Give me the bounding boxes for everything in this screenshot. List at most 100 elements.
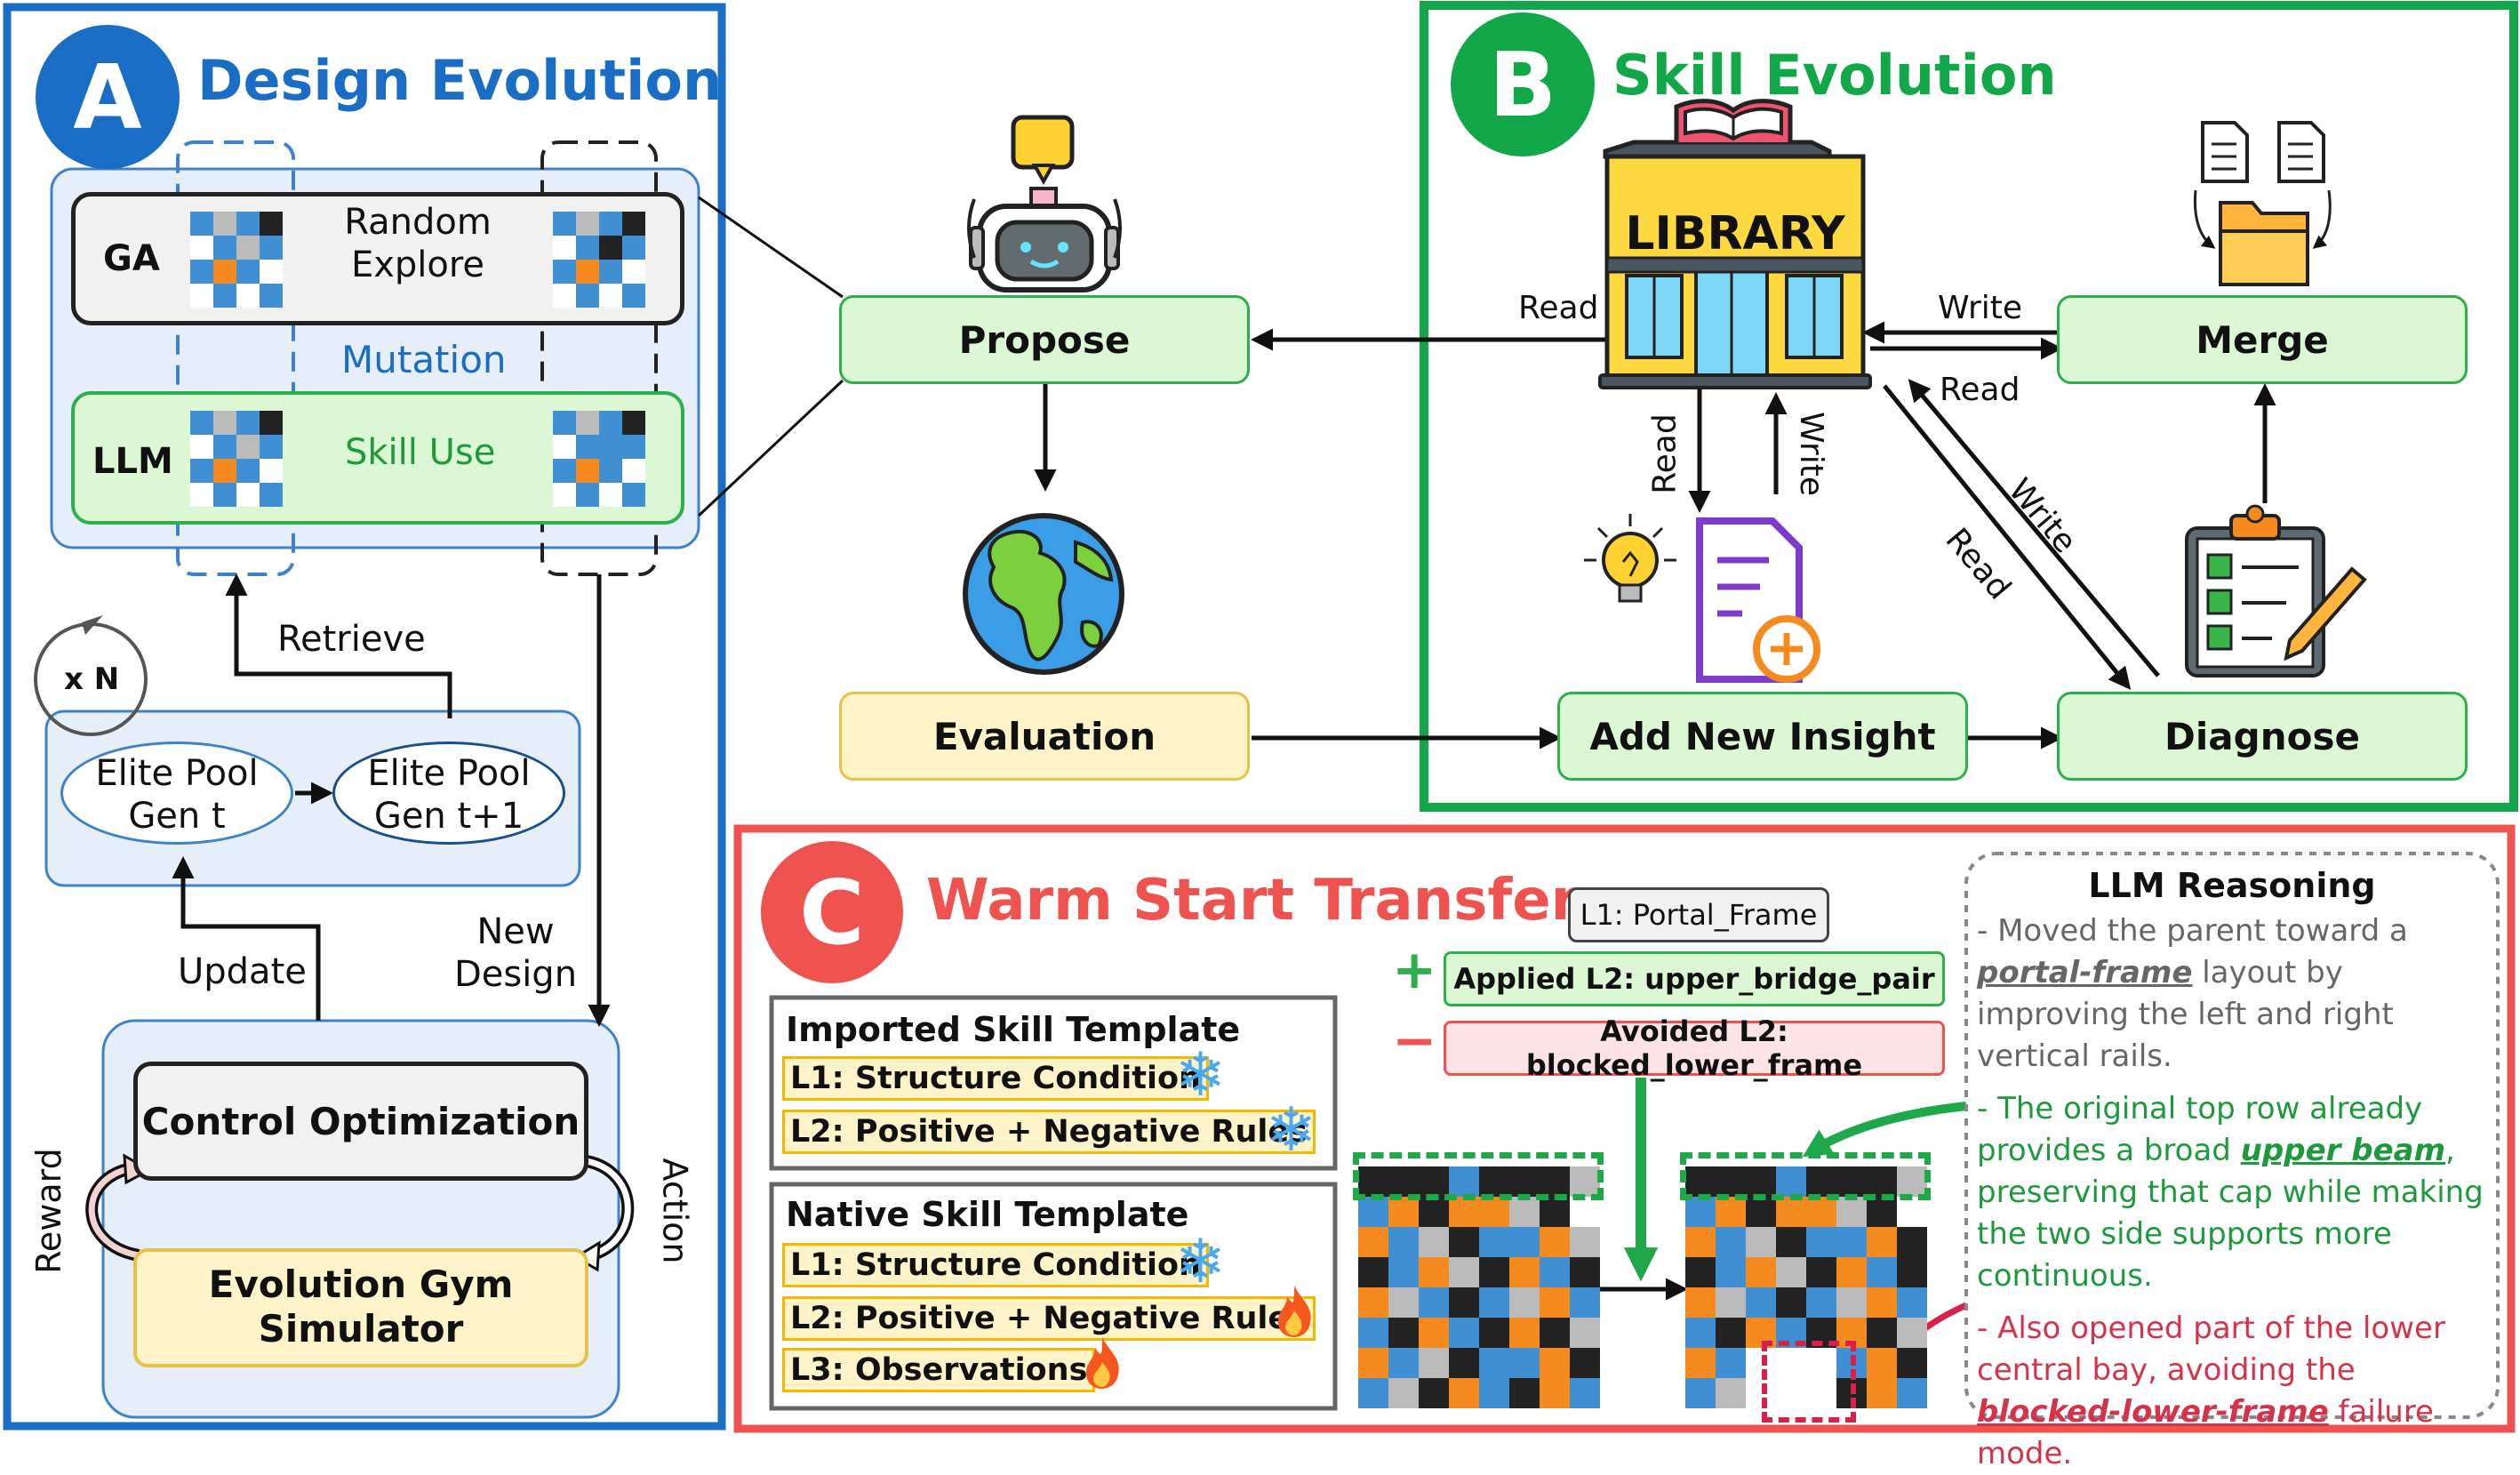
voxel-cell [1388,1287,1419,1318]
native-template-title: Native Skill Template [786,1195,1189,1234]
reasoning-p2-em: upper beam [2240,1133,2446,1168]
voxel-cell [1836,1257,1867,1287]
voxel-cell [1776,1348,1806,1378]
reasoning-p2-post: , preserving that cap while making the t… [1977,1133,2484,1294]
reward-label: Reward [28,1148,68,1274]
new-document-icon [1696,517,1820,683]
voxel-cell [1716,1257,1746,1287]
voxel-cell [1479,1257,1509,1287]
voxel-cell [1867,1257,1897,1287]
voxel-cell [1836,1166,1867,1197]
voxel-cell [1897,1227,1927,1257]
panel-c-border [733,824,2516,1433]
reasoning-title: LLM Reasoning [2088,866,2376,905]
voxel-cell [1449,1197,1479,1227]
voxel-cell [1570,1318,1600,1348]
robot-thumbnail [553,212,645,308]
voxel-cell [1867,1287,1897,1318]
voxel-cell [1358,1348,1388,1378]
voxel-cell [1449,1257,1479,1287]
action-label: Action [655,1158,695,1264]
voxel-cell [1570,1257,1600,1287]
voxel-cell [1897,1257,1927,1287]
voxel-cell [1479,1197,1509,1227]
voxel-cell [1419,1287,1449,1318]
voxel-cell [1358,1287,1388,1318]
snowflake-icon: ❄ [1175,1227,1226,1297]
voxel-cell [1540,1227,1570,1257]
voxel-cell [1509,1257,1540,1287]
voxel-cell [1746,1227,1776,1257]
voxel-cell [1479,1287,1509,1318]
lightbulb-icon [1584,514,1676,603]
voxel-cell [1685,1257,1716,1287]
voxel-cell [1388,1257,1419,1287]
voxel-cell [1836,1197,1867,1227]
random-explore-label: Random Explore [344,202,492,285]
voxel-cell [1540,1348,1570,1378]
panel-a-border [3,3,726,1431]
voxel-cell [1685,1227,1716,1257]
voxel-cell [1358,1318,1388,1348]
voxel-cell [1685,1197,1716,1227]
voxel-cell [1806,1378,1836,1408]
voxel-cell [1806,1227,1836,1257]
robot-thumbnail [190,212,283,308]
voxel-cell [1867,1318,1897,1348]
panel-b-border [1420,1,2518,812]
merge-box: Merge [2057,295,2468,384]
voxel-cell [1897,1348,1927,1378]
voxel-cell [1867,1197,1897,1227]
voxel-cell [1897,1318,1927,1348]
voxel-cell [1509,1318,1540,1348]
voxel-cell [1867,1348,1897,1378]
panel-c-title: Warm Start Transfer [926,868,1580,934]
voxel-cell [1867,1378,1897,1408]
avoided-l2-tag: Avoided L2: blocked_lower_frame [1444,1014,1945,1082]
voxel-cell [1358,1166,1388,1197]
library-building-icon [1598,99,1872,389]
voxel-cell [1509,1227,1540,1257]
voxel-cell [1509,1378,1540,1408]
voxel-cell [1746,1197,1776,1227]
voxel-cell [1509,1197,1540,1227]
voxel-cell [1419,1227,1449,1257]
voxel-cell [1509,1348,1540,1378]
imported-template-title: Imported Skill Template [786,1010,1241,1049]
panel-a-title: Design Evolution [197,48,723,113]
applied-l2-tag: Applied L2: upper_bridge_pair [1444,951,1945,1006]
lower-bay-highlight [1762,1341,1856,1423]
reasoning-p3-em: blocked-lower-frame [1977,1394,2329,1430]
voxel-cell [1388,1166,1419,1197]
voxel-cell [1509,1166,1540,1197]
voxel-cell [1449,1348,1479,1378]
clipboard-checklist-icon [2185,504,2367,677]
voxel-cell [1867,1227,1897,1257]
voxel-cell [1806,1287,1836,1318]
voxel-cell [1388,1378,1419,1408]
voxel-cell [1540,1318,1570,1348]
reasoning-p2-pre: - The original top row already provides … [1977,1091,2423,1168]
imported-l2-row: L2: Positive + Negative Rules [782,1110,1316,1154]
voxel-cell [1685,1166,1716,1197]
voxel-cell [1358,1227,1388,1257]
voxel-cell [1509,1287,1540,1318]
voxel-cell [1449,1227,1479,1257]
mutation-label: Mutation [341,338,507,381]
native-l1-row: L1: Structure Condition [782,1243,1209,1287]
voxel-cell [1570,1166,1600,1197]
fire-icon [1083,1335,1122,1391]
fire-icon [1275,1284,1314,1339]
voxel-cell [1836,1227,1867,1257]
voxel-cell [1570,1197,1600,1227]
parent-design-grid [1358,1166,1600,1408]
voxel-cell [1867,1166,1897,1197]
voxel-cell [1716,1378,1746,1408]
voxel-cell [1540,1166,1570,1197]
voxel-cell [1358,1378,1388,1408]
reasoning-p1-em: portal-frame [1977,955,2193,990]
voxel-cell [1570,1348,1600,1378]
elite-pool-gen-t1-label: Elite Pool Gen t+1 [367,753,531,837]
voxel-cell [1746,1348,1776,1378]
